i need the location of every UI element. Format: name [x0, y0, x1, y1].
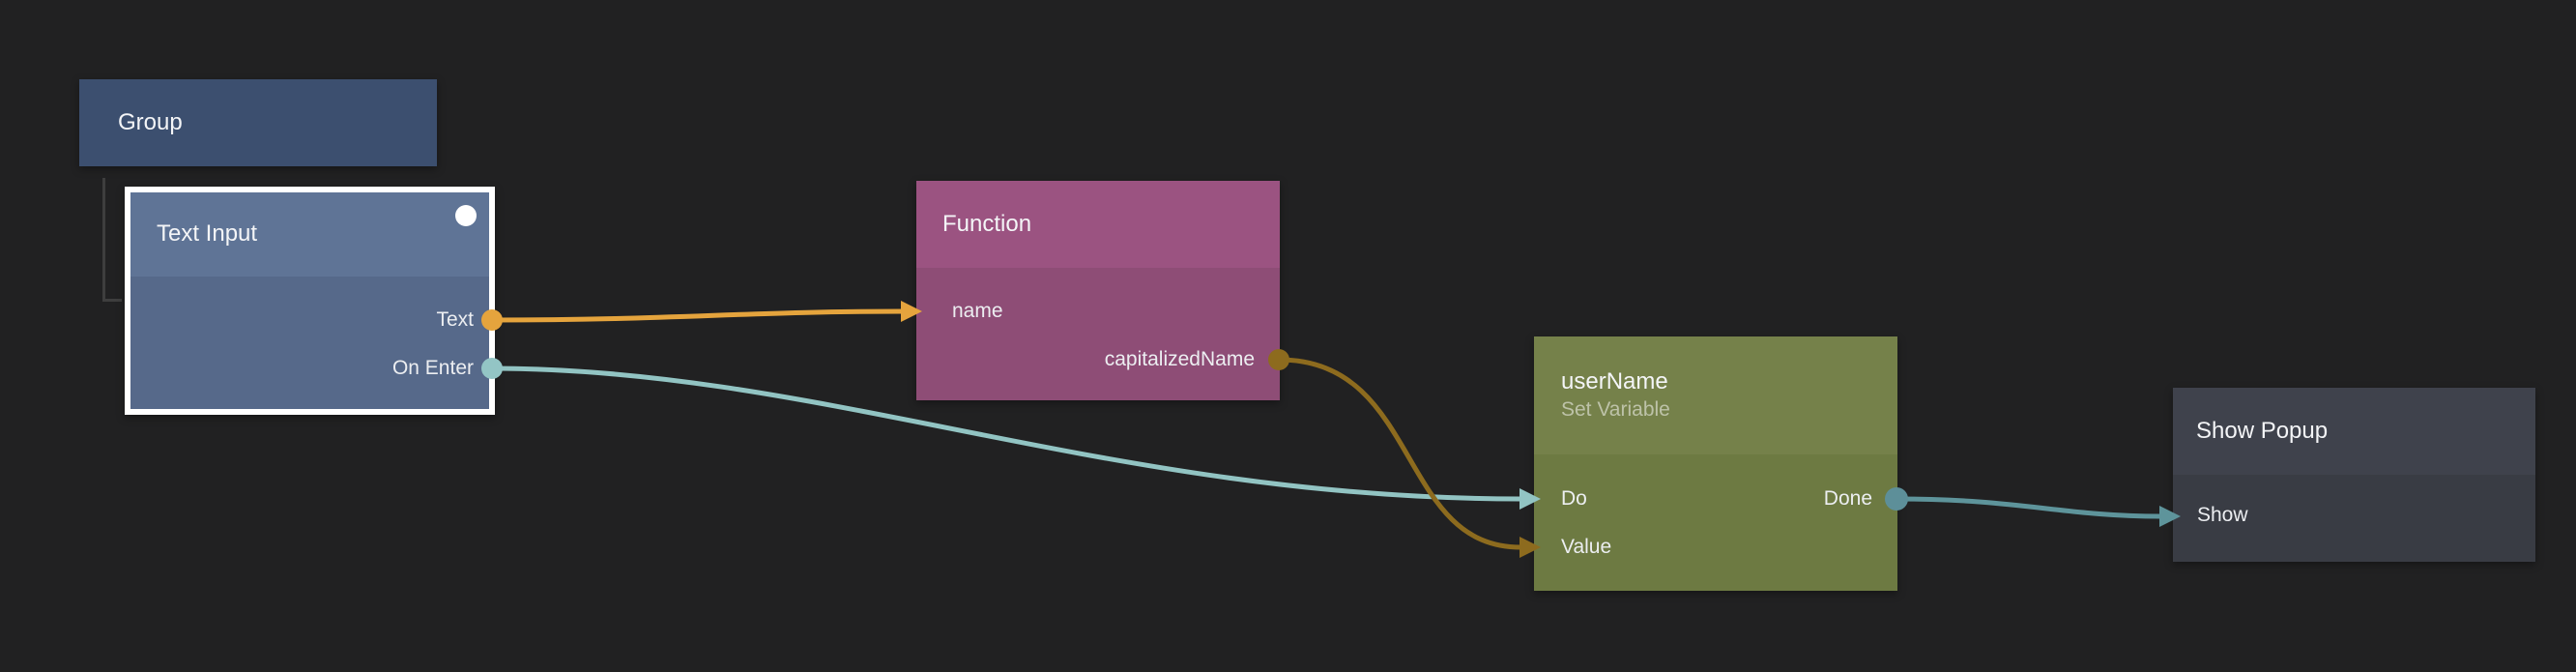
- port-input-name[interactable]: name: [952, 300, 1003, 322]
- connection-done-to-show[interactable]: [1894, 496, 2163, 519]
- connection-capitalizedname-to-value[interactable]: [1276, 357, 1523, 550]
- port-output-done[interactable]: Done: [1823, 487, 1872, 510]
- hierarchy-connector-vertical: [102, 178, 105, 302]
- node-function-body: [916, 268, 1280, 400]
- status-indicator-dot: [455, 205, 477, 226]
- node-title: Group: [118, 108, 183, 135]
- node-function-header: Function: [916, 181, 1280, 268]
- port-input-show[interactable]: Show: [2197, 504, 2248, 526]
- node-title: Function: [942, 210, 1032, 237]
- node-show-popup-header: Show Popup: [2173, 388, 2535, 475]
- node-title: userName: [1561, 367, 1668, 394]
- node-text-input-header: Text Input: [130, 192, 489, 277]
- port-input-do[interactable]: Do: [1561, 487, 1587, 510]
- node-username-body: [1534, 454, 1897, 591]
- node-title: Show Popup: [2196, 417, 2329, 444]
- node-show-popup[interactable]: Show Popup Show: [2173, 388, 2535, 562]
- port-input-value[interactable]: Value: [1561, 536, 1612, 558]
- node-title: Text Input: [157, 220, 258, 248]
- node-username-set-variable[interactable]: userName Set Variable Do Value Done: [1534, 336, 1897, 591]
- node-show-popup-body: [2173, 475, 2535, 562]
- node-group-header: Group: [79, 79, 437, 166]
- port-output-on-enter[interactable]: On Enter: [391, 357, 474, 379]
- node-text-input[interactable]: Text Input Text On Enter: [125, 187, 495, 415]
- node-subtitle: Set Variable: [1561, 397, 1670, 421]
- port-output-text[interactable]: Text: [436, 308, 474, 331]
- node-function[interactable]: Function name capitalizedName: [916, 181, 1280, 400]
- node-text-input-body: [130, 277, 489, 409]
- node-group[interactable]: Group: [79, 79, 437, 166]
- connection-text-to-name[interactable]: [489, 308, 907, 323]
- port-output-capitalized-name[interactable]: capitalizedName: [1104, 348, 1255, 370]
- hierarchy-connector-horizontal: [102, 299, 122, 302]
- node-username-header: userName Set Variable: [1534, 336, 1897, 454]
